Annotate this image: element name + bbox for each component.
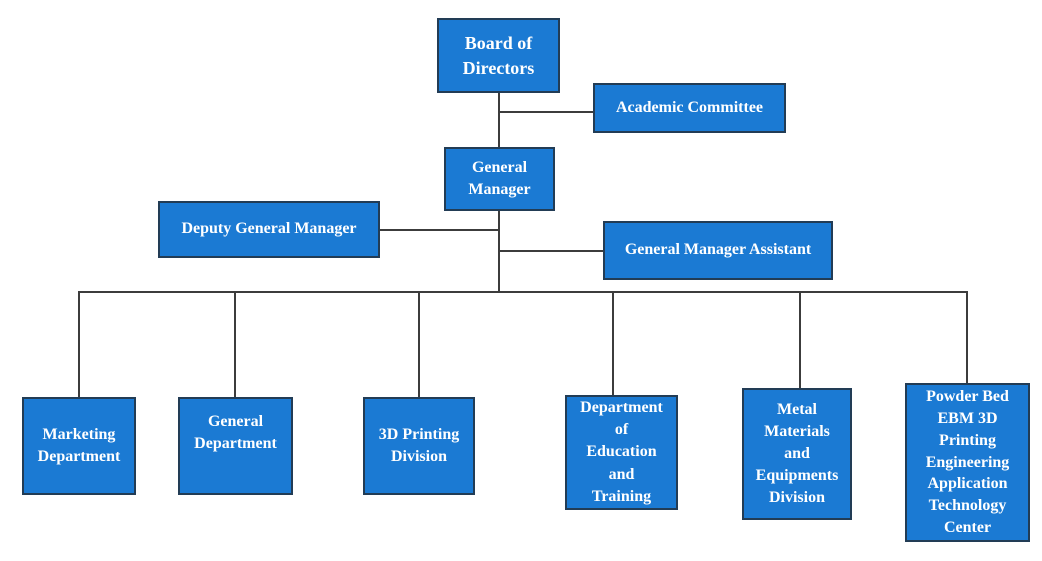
connector-drop-general-department <box>234 291 236 397</box>
org-node-academic-committee: Academic Committee <box>593 83 786 133</box>
connector-drop-education-department <box>612 291 614 395</box>
org-node-powder-bed-ebm-3d-printing-center: Powder Bed EBM 3D Printing Engineering A… <box>905 383 1030 542</box>
connector-general-manager-to-bus <box>498 211 500 292</box>
org-node-board-of-directors: Board of Directors <box>437 18 560 93</box>
org-node-marketing-department: Marketing Department <box>22 397 136 495</box>
org-node-department-of-education-and-training: Department of Education and Training <box>565 395 678 510</box>
org-node-general-department: General Department <box>178 397 293 495</box>
connector-departments-bus <box>78 291 968 293</box>
org-node-3d-printing-division: 3D Printing Division <box>363 397 475 495</box>
org-node-deputy-general-manager: Deputy General Manager <box>158 201 380 258</box>
connector-drop-marketing-department <box>78 291 80 397</box>
org-node-general-manager: General Manager <box>444 147 555 211</box>
connector-drop-3d-printing-division <box>418 291 420 397</box>
connector-drop-metal-materials-division <box>799 291 801 388</box>
org-node-metal-materials-and-equipments-division: Metal Materials and Equipments Division <box>742 388 852 520</box>
connector-board-to-academic-committee <box>498 111 593 113</box>
connector-deputy-general-manager <box>380 229 498 231</box>
connector-general-manager-assistant <box>500 250 603 252</box>
connector-board-to-general-manager <box>498 93 500 147</box>
org-node-general-manager-assistant: General Manager Assistant <box>603 221 833 280</box>
connector-drop-powder-bed-center <box>966 291 968 383</box>
